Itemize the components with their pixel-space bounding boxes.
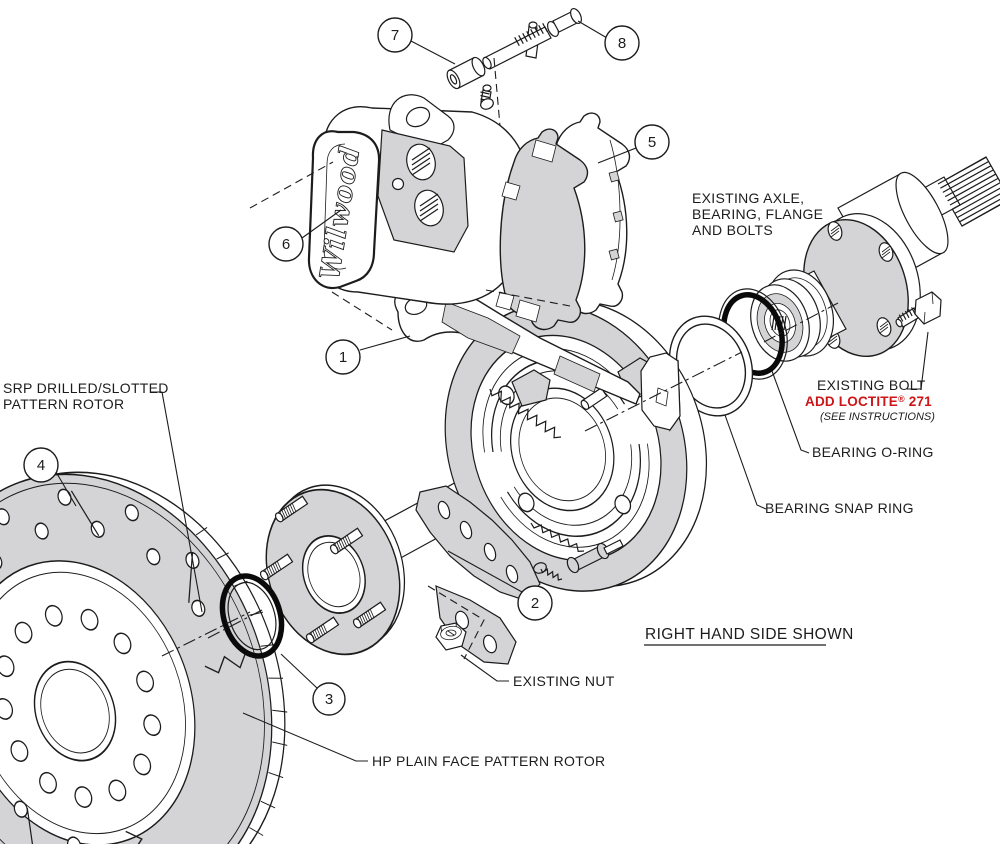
alignment-lines xyxy=(161,57,839,660)
label-bearing-snap-ring: BEARING SNAP RING xyxy=(765,500,914,516)
label-bearing-oring: BEARING O-RING xyxy=(812,444,934,460)
svg-text:3: 3 xyxy=(325,691,333,708)
caliper-spacer xyxy=(446,56,486,90)
callout-4: 4 xyxy=(23,447,59,483)
label-see-instructions: (SEE INSTRUCTIONS) xyxy=(820,411,935,423)
wheel-stud xyxy=(274,495,309,523)
existing-bolt-part xyxy=(895,291,942,328)
existing-nut-part xyxy=(435,622,467,651)
text-labels: SRP DRILLED/SLOTTED PATTERN ROTOR EXISTI… xyxy=(3,190,935,769)
svg-text:2: 2 xyxy=(531,595,539,612)
label-add-loctite: ADD LOCTITE® 271 xyxy=(805,394,932,409)
callout-8: 8 xyxy=(604,25,640,61)
caliper-bracket-right xyxy=(640,352,681,432)
axle-spline-hatch xyxy=(937,156,1000,227)
label-hp-rotor: HP PLAIN FACE PATTERN ROTOR xyxy=(372,753,605,769)
svg-text:BEARING, FLANGE: BEARING, FLANGE xyxy=(692,206,823,222)
rotor-hat xyxy=(0,571,186,835)
callout-5: 5 xyxy=(634,124,670,160)
wheel-stud xyxy=(259,553,294,581)
bleed-screw xyxy=(480,84,494,110)
callout-7: 7 xyxy=(377,17,413,53)
wheel-stud xyxy=(305,616,340,644)
wheel-stud xyxy=(329,527,364,555)
svg-text:1: 1 xyxy=(339,349,347,366)
brake-shoe-lower xyxy=(507,443,642,537)
label-existing-bolt: EXISTING BOLT xyxy=(817,377,926,393)
brake-pads xyxy=(495,112,631,331)
svg-text:6: 6 xyxy=(282,236,290,253)
svg-text:4: 4 xyxy=(37,457,45,474)
svg-text:8: 8 xyxy=(618,35,626,52)
svg-text:7: 7 xyxy=(391,27,399,44)
shoe-adjuster xyxy=(566,539,624,574)
label-right-hand-side: RIGHT HAND SIDE SHOWN xyxy=(645,626,854,643)
svg-text:PATTERN ROTOR: PATTERN ROTOR xyxy=(3,396,124,412)
label-existing-nut: EXISTING NUT xyxy=(513,673,615,689)
rotor-center-hole xyxy=(33,660,117,762)
caliper-bolt xyxy=(482,7,583,70)
rotor-drill-pattern xyxy=(0,488,288,844)
caliper-mounting-bracket xyxy=(394,289,641,405)
existing-axle-assembly xyxy=(668,156,1000,417)
wheel-hub-flange xyxy=(259,484,406,656)
pattern-break-line xyxy=(125,830,158,844)
callouts: 1 2 3 4 5 6 7 8 xyxy=(23,17,670,716)
shoe-anchor-block xyxy=(511,369,551,407)
label-existing-axle: EXISTING AXLE, xyxy=(692,190,804,206)
axle-housing-end xyxy=(895,171,949,255)
callout-3: 3 xyxy=(312,682,346,716)
parking-brake-assembly xyxy=(415,299,708,665)
leader-lines xyxy=(55,20,929,762)
callout-1: 1 xyxy=(325,339,361,375)
svg-text:AND BOLTS: AND BOLTS xyxy=(692,222,773,238)
label-srp-rotor: SRP DRILLED/SLOTTED xyxy=(3,380,169,396)
svg-text:5: 5 xyxy=(648,134,656,151)
callout-2: 2 xyxy=(517,585,553,621)
callout-6: 6 xyxy=(268,226,304,262)
rotor-oring xyxy=(219,573,285,659)
wheel-stud xyxy=(352,601,387,629)
